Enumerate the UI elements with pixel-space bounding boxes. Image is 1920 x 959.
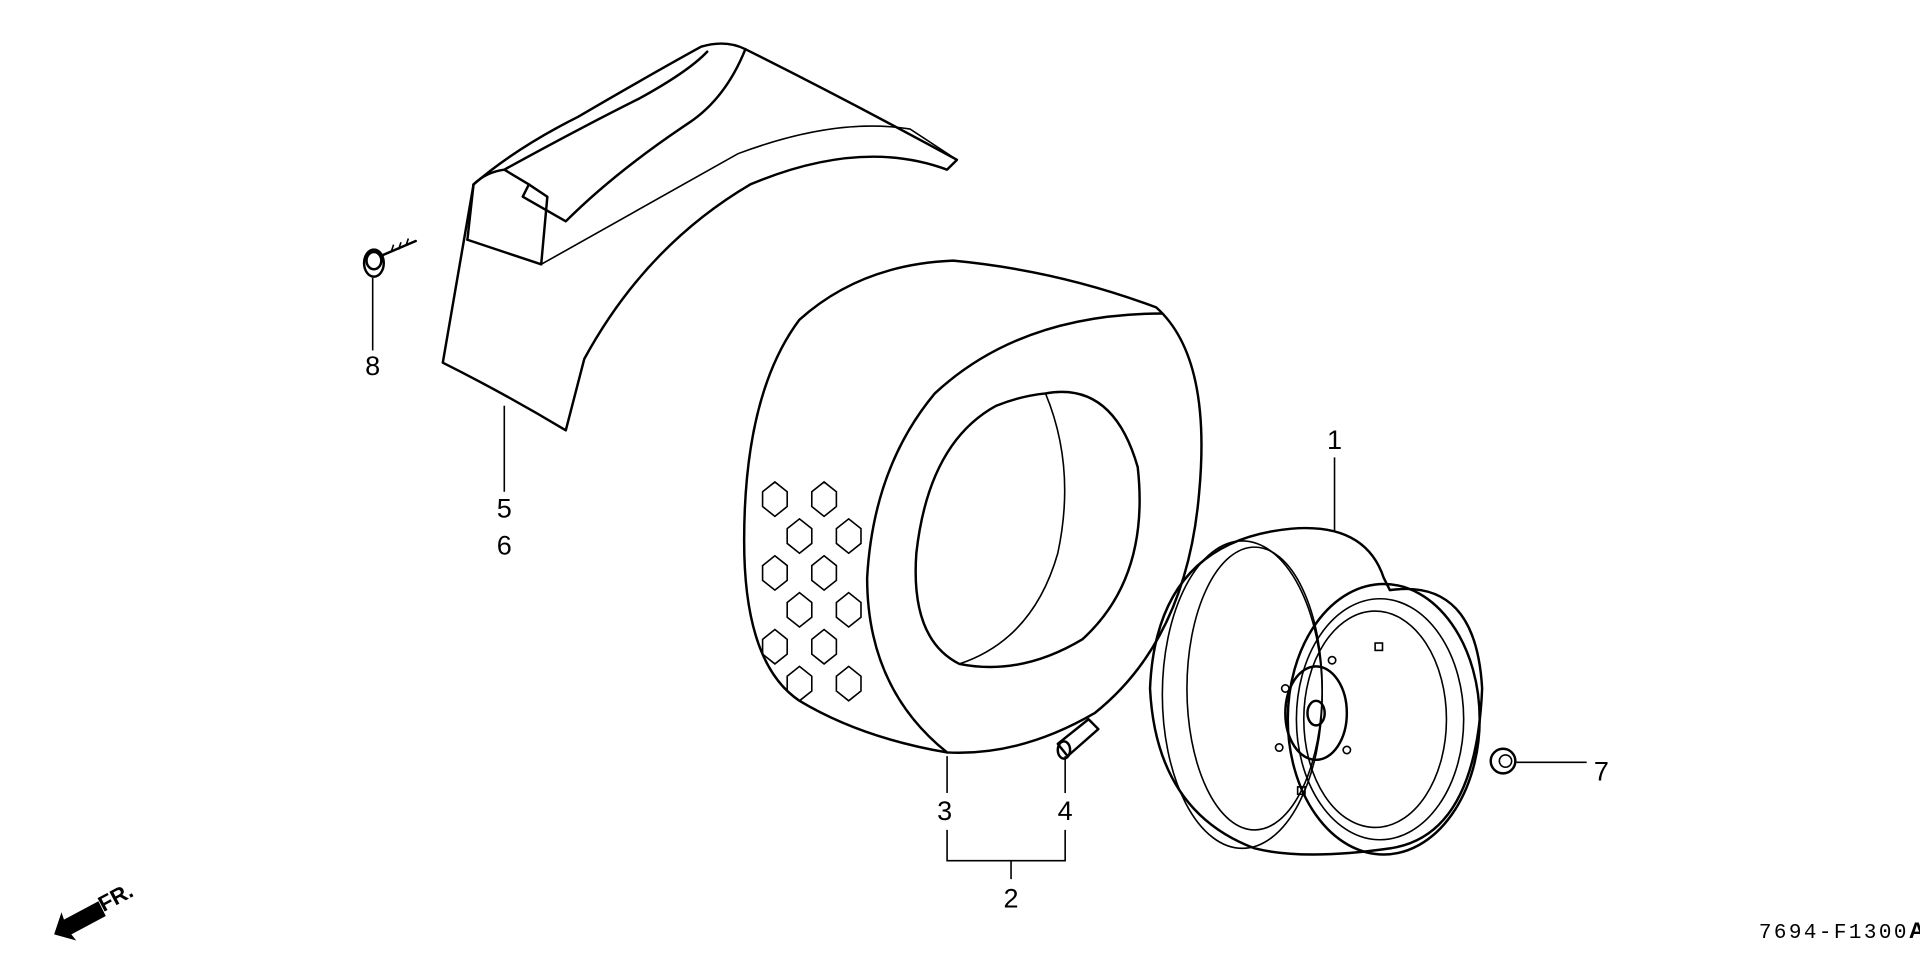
callout-1: 1 bbox=[1327, 425, 1342, 455]
callout-3: 3 bbox=[937, 796, 952, 826]
callout-5: 5 bbox=[497, 494, 512, 524]
leader-lines bbox=[371, 277, 1587, 880]
diagram-code: 7694-F1300A bbox=[1759, 918, 1920, 945]
tread-pattern bbox=[761, 480, 862, 702]
callout-8: 8 bbox=[365, 351, 380, 381]
callout-2: 2 bbox=[1004, 883, 1019, 913]
bolt[interactable] bbox=[362, 238, 417, 278]
callout-7: 7 bbox=[1594, 757, 1609, 787]
tire[interactable] bbox=[742, 259, 1203, 754]
callout-4: 4 bbox=[1058, 796, 1073, 826]
fender[interactable] bbox=[441, 42, 959, 432]
valve[interactable] bbox=[1056, 718, 1100, 760]
nut[interactable] bbox=[1489, 747, 1517, 775]
callout-6: 6 bbox=[497, 531, 512, 561]
front-direction-arrow-icon bbox=[54, 901, 106, 941]
wheel-rim[interactable] bbox=[1148, 526, 1484, 856]
